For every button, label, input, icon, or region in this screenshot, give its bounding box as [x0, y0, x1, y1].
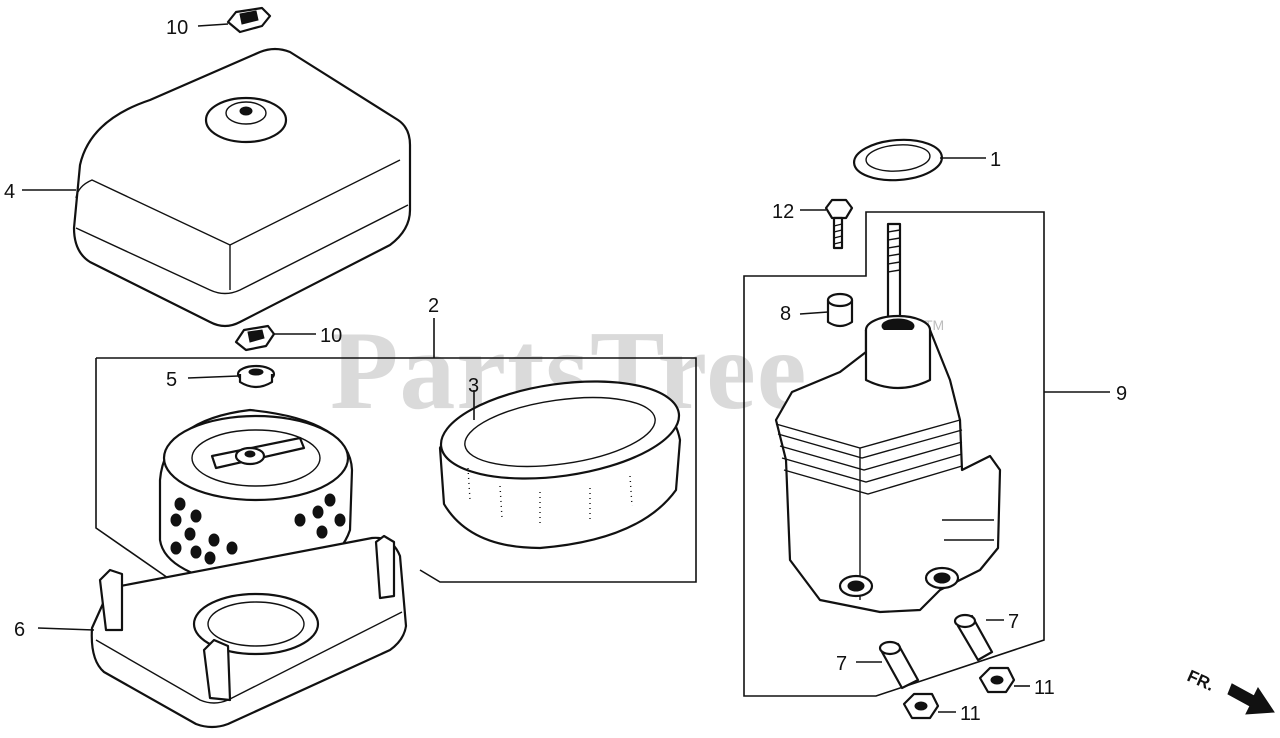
- clip-top: [226, 6, 272, 34]
- collar: [826, 292, 854, 328]
- nut-upper: [978, 666, 1016, 694]
- air-cleaner-base: [90, 534, 408, 729]
- group-outline-2: [95, 358, 169, 579]
- bolt: [824, 198, 854, 250]
- callout-4: 4: [4, 181, 15, 203]
- callout-7-lower: 7: [836, 653, 847, 675]
- tube-lower: [878, 640, 920, 690]
- callout-10-lower: 10: [320, 325, 342, 347]
- front-direction-marker: FR.: [1184, 666, 1275, 715]
- callout-7-upper: 7: [1008, 611, 1019, 633]
- callout-5: 5: [166, 369, 177, 391]
- sealing-ring: [852, 138, 944, 182]
- stud: [886, 222, 902, 322]
- callout-11-lower: 11: [960, 703, 981, 725]
- leader-lines: [22, 23, 1110, 713]
- callout-6: 6: [14, 619, 25, 641]
- nut-lower: [902, 692, 940, 720]
- paper-filter-element: [158, 408, 354, 590]
- callout-1: 1: [990, 149, 1001, 171]
- group-outline-9: [743, 211, 1045, 697]
- callout-10-top: 10: [166, 17, 188, 39]
- callout-9: 9: [1116, 383, 1127, 405]
- callout-11-upper: 11: [1034, 677, 1055, 699]
- arrow-right-down-icon: [1227, 683, 1275, 715]
- direction-label: FR.: [1184, 666, 1217, 694]
- callout-2: 2: [428, 295, 439, 317]
- clip-lower: [234, 324, 276, 352]
- tube-upper: [953, 613, 994, 662]
- callout-3: 3: [468, 375, 479, 397]
- callout-12: 12: [772, 201, 794, 223]
- wing-nut: [236, 364, 276, 389]
- air-cleaner-cover: [72, 47, 412, 328]
- callout-8: 8: [780, 303, 791, 325]
- cleaner-housing: [774, 314, 1002, 614]
- foam-element: [438, 380, 682, 550]
